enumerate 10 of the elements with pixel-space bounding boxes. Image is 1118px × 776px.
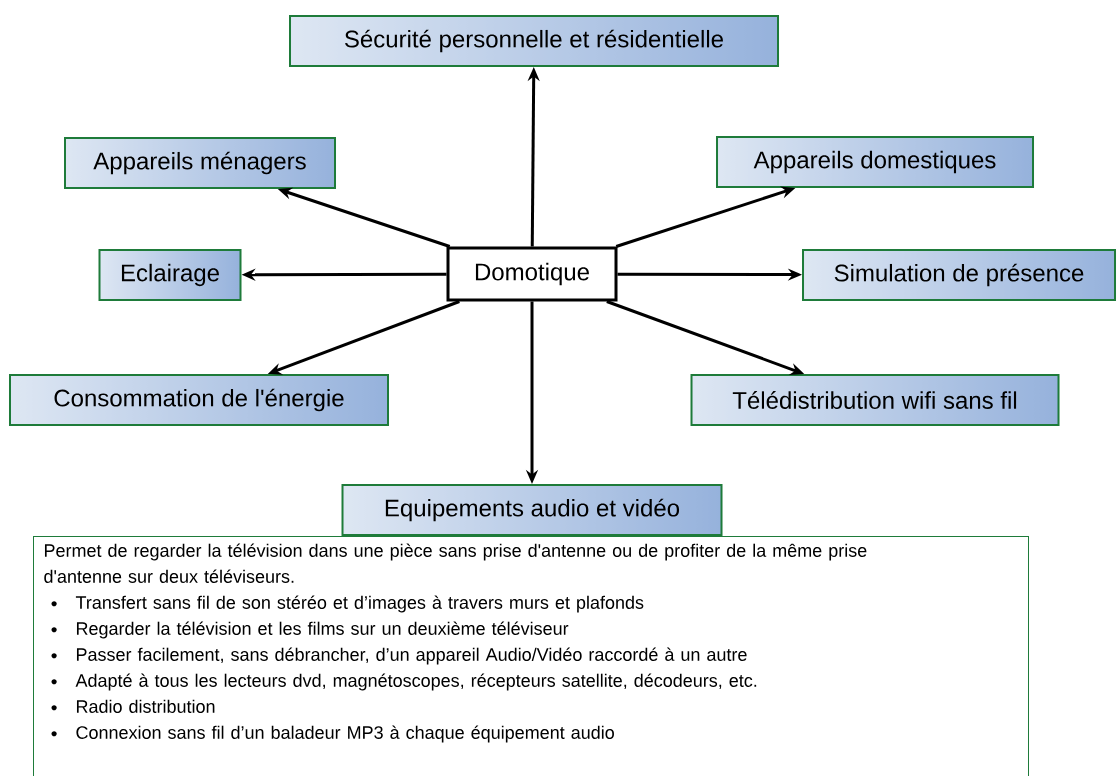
topic-box: Appareils domestiques: [716, 136, 1034, 188]
topic-box: Equipements audio et vidéo: [341, 484, 723, 536]
topic-box: Télédistribution wifi sans fil: [690, 374, 1060, 426]
topic-box: Sécurité personnelle et résidentielle: [289, 15, 779, 67]
topic-box: Appareils ménagers: [64, 137, 336, 189]
topic-box: Eclairage: [98, 249, 242, 301]
text-box: Permet de regarder la télévision dans une pièce sans prise d'antenne ou de profiter de la même prise d'antenne sur deux téléviseurs. Transfert sans fil de son stéréo et d’images à travers murs et plafonds Regarder la télévision et les films sur un deuxième téléviseur Passer facilement, sans débrancher, d’un appareil Audio/Vidéo raccordé à un autre Adapté à tous les lecteurs dvd, magnétoscopes, récepteurs satellite, décodeurs, etc. Radio distribution Connexion sans fil d’un baladeur MP3 à chaque équipement audio: [33, 536, 1029, 776]
topic-box: Simulation de présence: [802, 249, 1116, 301]
topic-box: Consommation de l'énergie: [9, 374, 389, 426]
center-box: Domotique: [446, 246, 618, 302]
